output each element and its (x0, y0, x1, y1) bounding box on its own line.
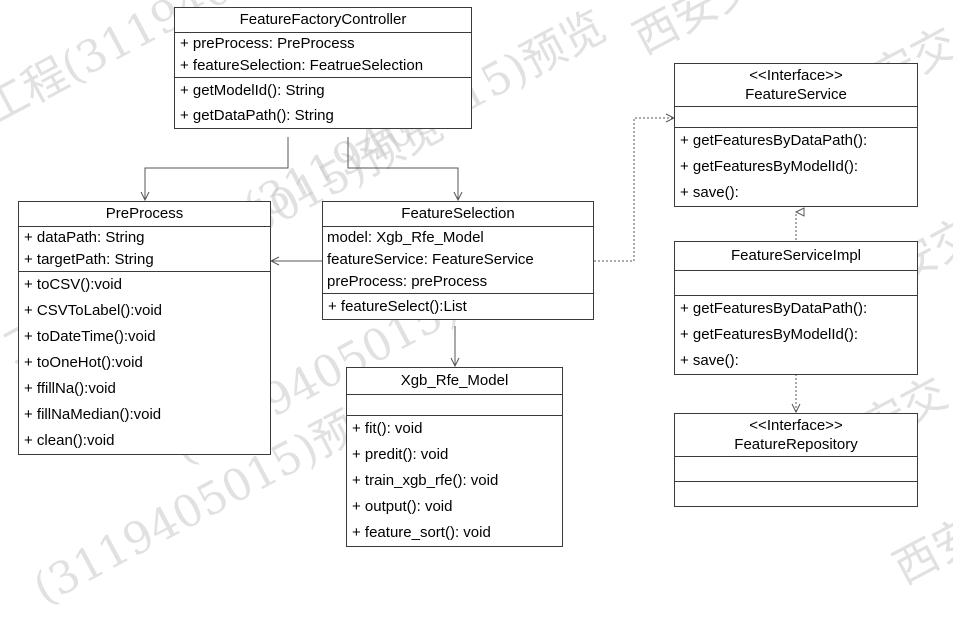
method-row: + toOneHot():void (24, 354, 143, 371)
method-row: + featureSelect():List (328, 298, 467, 315)
class-name: FeatureService (745, 86, 847, 103)
method-row: + output(): void (352, 498, 453, 515)
method-row: + clean():void (24, 432, 115, 449)
stereotype-label: <<Interface>> (749, 67, 843, 84)
class-name: FeatureSelection (323, 202, 593, 227)
attributes-section: + preProcess: PreProcess + featureSelect… (175, 33, 471, 78)
attributes-section: + dataPath: String + targetPath: String (19, 227, 270, 272)
methods-section: + getModelId(): String + getDataPath(): … (175, 78, 471, 128)
attribute-row: featureService: FeatureService (327, 251, 534, 268)
method-row: + getFeaturesByDataPath(): (680, 132, 868, 149)
interface-feature-service: <<Interface>> FeatureService + getFeatur… (674, 63, 918, 207)
method-row: + save(): (680, 352, 739, 369)
class-name: FeatureRepository (734, 436, 858, 453)
attribute-row: + dataPath: String (24, 229, 145, 246)
class-feature-service-impl: FeatureServiceImpl + getFeaturesByDataPa… (674, 241, 918, 375)
method-row: + predit(): void (352, 446, 449, 463)
class-name: PreProcess (19, 202, 270, 227)
attributes-section (675, 271, 917, 296)
method-row: + getFeaturesByDataPath(): (680, 300, 868, 317)
attributes-section (675, 107, 917, 128)
class-feature-selection: FeatureSelection model: Xgb_Rfe_Model fe… (322, 201, 594, 320)
class-feature-factory-controller: FeatureFactoryController + preProcess: P… (174, 7, 472, 129)
method-row: + feature_sort(): void (352, 524, 491, 541)
class-name: FeatureFactoryController (175, 8, 471, 33)
dependency-arrow (594, 118, 674, 262)
method-row: + fillNaMedian():void (24, 406, 162, 423)
connector-layer (0, 0, 953, 560)
class-name: Xgb_Rfe_Model (347, 368, 562, 395)
attributes-section (675, 457, 917, 482)
attribute-row: + targetPath: String (24, 251, 154, 268)
class-name: FeatureServiceImpl (675, 242, 917, 271)
association-arrow (145, 137, 289, 200)
method-row: + save(): (680, 184, 739, 201)
interface-feature-repository: <<Interface>> FeatureRepository (674, 413, 918, 507)
class-preprocess: PreProcess + dataPath: String + targetPa… (18, 201, 271, 455)
method-row: + fit(): void (352, 420, 423, 437)
method-row: + CSVToLabel():void (24, 302, 162, 319)
attributes-section (347, 395, 562, 416)
methods-section: + featureSelect():List (323, 294, 593, 319)
class-header: <<Interface>> FeatureRepository (675, 414, 917, 457)
method-row: + train_xgb_rfe(): void (352, 472, 499, 489)
method-row: + getFeaturesByModelId(): (680, 326, 859, 343)
methods-section: + fit(): void + predit(): void + train_x… (347, 416, 562, 546)
methods-section: + getFeaturesByDataPath(): + getFeatures… (675, 128, 917, 206)
attribute-row: + featureSelection: FeatrueSelection (180, 57, 424, 74)
method-row: + toDateTime():void (24, 328, 156, 345)
class-header: <<Interface>> FeatureService (675, 64, 917, 107)
attribute-row: + preProcess: PreProcess (180, 35, 355, 52)
methods-section (675, 482, 917, 506)
methods-section: + getFeaturesByDataPath(): + getFeatures… (675, 296, 917, 374)
class-xgb-rfe-model: Xgb_Rfe_Model + fit(): void + predit(): … (346, 367, 563, 547)
attributes-section: model: Xgb_Rfe_Model featureService: Fea… (323, 227, 593, 294)
stereotype-label: <<Interface>> (749, 417, 843, 434)
method-row: + getModelId(): String (180, 82, 325, 99)
method-row: + ffillNa():void (24, 380, 116, 397)
attribute-row: preProcess: preProcess (327, 273, 488, 290)
association-arrow (347, 137, 458, 200)
method-row: + toCSV():void (24, 276, 122, 293)
attribute-row: model: Xgb_Rfe_Model (327, 229, 484, 246)
method-row: + getDataPath(): String (180, 107, 334, 124)
methods-section: + toCSV():void + CSVToLabel():void + toD… (19, 272, 270, 454)
method-row: + getFeaturesByModelId(): (680, 158, 859, 175)
